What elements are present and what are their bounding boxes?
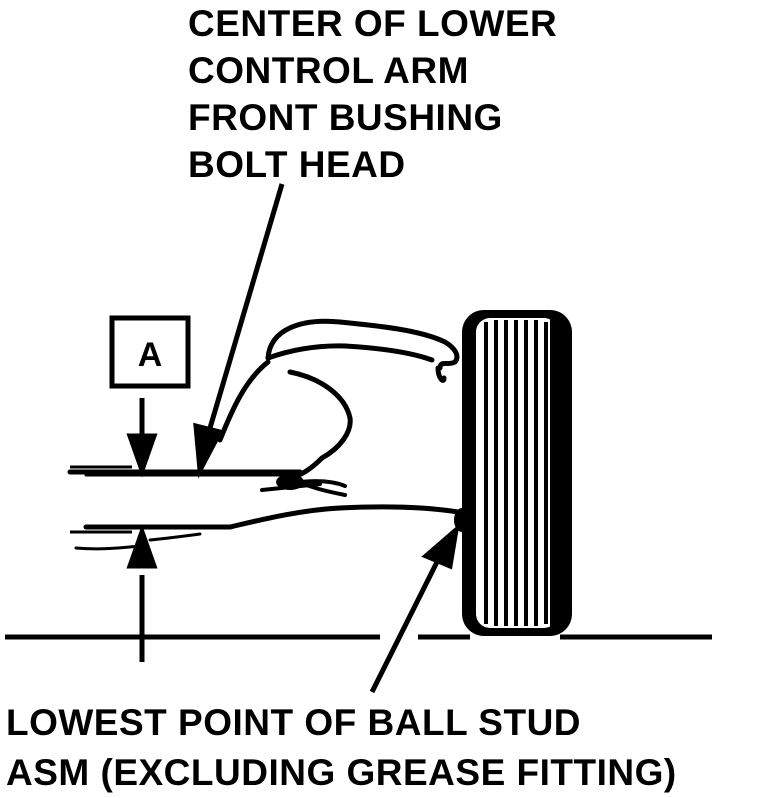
dimension-arrows (70, 398, 158, 662)
upper-control-arm (265, 318, 460, 383)
dimension-letter: A (138, 336, 163, 374)
knuckle (217, 359, 353, 481)
top-label-line: BOLT HEAD (188, 144, 406, 185)
top-label-line: CONTROL ARM (188, 50, 469, 91)
tire (462, 310, 572, 636)
leader-bolt-head (193, 183, 285, 479)
bottom-callout-label: LOWEST POINT OF BALL STUD ASM (EXCLUDING… (6, 698, 677, 798)
top-label-line: CENTER OF LOWER (188, 3, 558, 44)
lower-control-arm (67, 469, 461, 551)
bottom-label-line: LOWEST POINT OF BALL STUD (6, 702, 582, 743)
dimension-a-box: A (109, 315, 191, 389)
bottom-label-line: ASM (EXCLUDING GREASE FITTING) (6, 752, 677, 793)
top-label-line: FRONT BUSHING (188, 97, 503, 138)
top-callout-label: CENTER OF LOWER CONTROL ARM FRONT BUSHIN… (188, 0, 557, 188)
leader-ball-stud (369, 523, 460, 694)
